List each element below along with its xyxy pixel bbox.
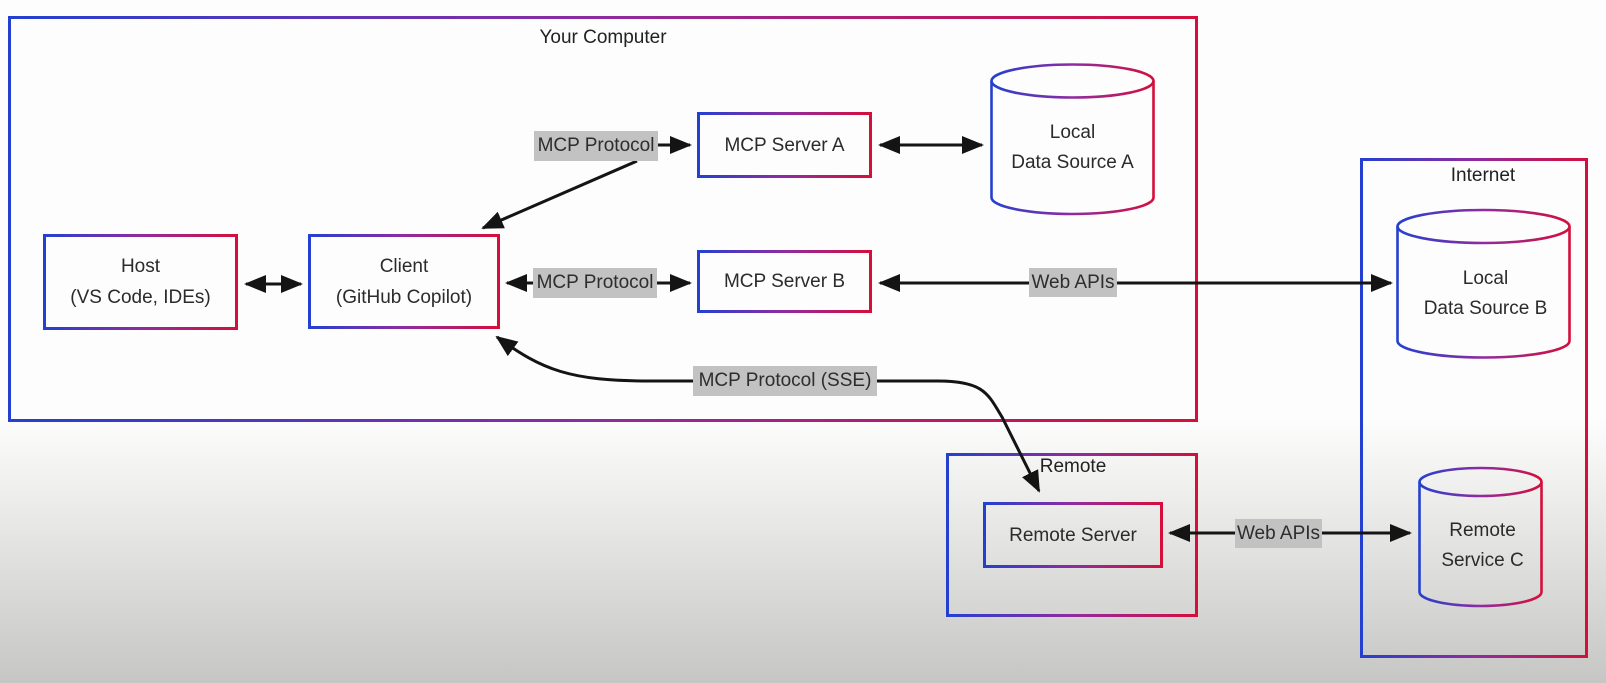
remote-server-node: Remote Server xyxy=(983,502,1163,568)
mcp-server-a-node: MCP Server A xyxy=(697,112,872,178)
edge-label-mcp-protocol-middle: MCP Protocol xyxy=(533,268,657,298)
remote-service-c-line1: Remote xyxy=(1449,520,1516,541)
client-subtitle: (GitHub Copilot) xyxy=(335,286,473,308)
client-title: Client xyxy=(379,255,429,277)
remote-label: Remote xyxy=(1039,456,1107,477)
client-node: Client (GitHub Copilot) xyxy=(308,234,500,329)
database-cylinder-icon xyxy=(1418,466,1543,608)
local-data-source-a-line1: Local xyxy=(1049,122,1096,143)
local-data-source-a-line2: Data Source A xyxy=(1011,152,1134,173)
mcp-server-b-node: MCP Server B xyxy=(697,250,872,313)
mcp-server-a-label: MCP Server A xyxy=(724,134,845,156)
remote-server-label: Remote Server xyxy=(1009,524,1137,546)
local-data-source-b-line1: Local xyxy=(1462,268,1509,289)
database-cylinder-icon xyxy=(990,63,1155,216)
local-data-source-b: Local Data Source B xyxy=(1398,264,1573,324)
internet-label: Internet xyxy=(1450,165,1516,186)
host-title: Host xyxy=(120,256,161,277)
host-node: Host (VS Code, IDEs) xyxy=(43,234,238,330)
your-computer-label: Your Computer xyxy=(539,27,667,48)
database-cylinder-icon xyxy=(1396,208,1571,359)
mcp-server-b-label: MCP Server B xyxy=(723,271,846,292)
edge-label-mcp-protocol-sse: MCP Protocol (SSE) xyxy=(693,366,877,396)
local-data-source-a: Local Data Source A xyxy=(990,118,1155,178)
remote-service-c-line2: Service C xyxy=(1441,550,1524,571)
host-subtitle: (VS Code, IDEs) xyxy=(70,287,211,308)
local-data-source-b-line2: Data Source B xyxy=(1423,298,1548,319)
edge-label-web-apis-middle: Web APIs xyxy=(1029,268,1117,297)
edge-label-web-apis-bottom: Web APIs xyxy=(1235,519,1322,548)
edge-label-mcp-protocol-top: MCP Protocol xyxy=(534,131,658,161)
remote-service-c: Remote Service C xyxy=(1420,516,1545,576)
